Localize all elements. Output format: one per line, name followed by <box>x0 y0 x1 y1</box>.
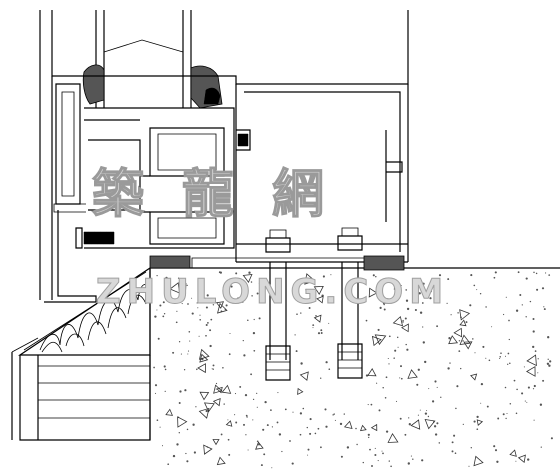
insulation-batt-wave <box>39 284 149 351</box>
watermark-chinese: 築龍網 <box>92 164 362 225</box>
glazing-unit <box>95 10 192 108</box>
sill-seals <box>149 255 405 271</box>
watermark-latin: ZHULONG.COM <box>96 272 449 312</box>
glazing-gaskets <box>82 64 223 109</box>
anchor-bolt-right <box>337 227 363 379</box>
sash-fastener <box>75 227 115 249</box>
concrete-substrate <box>150 267 560 469</box>
sash-profile <box>53 83 251 249</box>
concrete-aggregate-pattern <box>153 271 553 469</box>
wall-siding <box>11 268 151 441</box>
anchor-bolt-left <box>265 229 291 381</box>
